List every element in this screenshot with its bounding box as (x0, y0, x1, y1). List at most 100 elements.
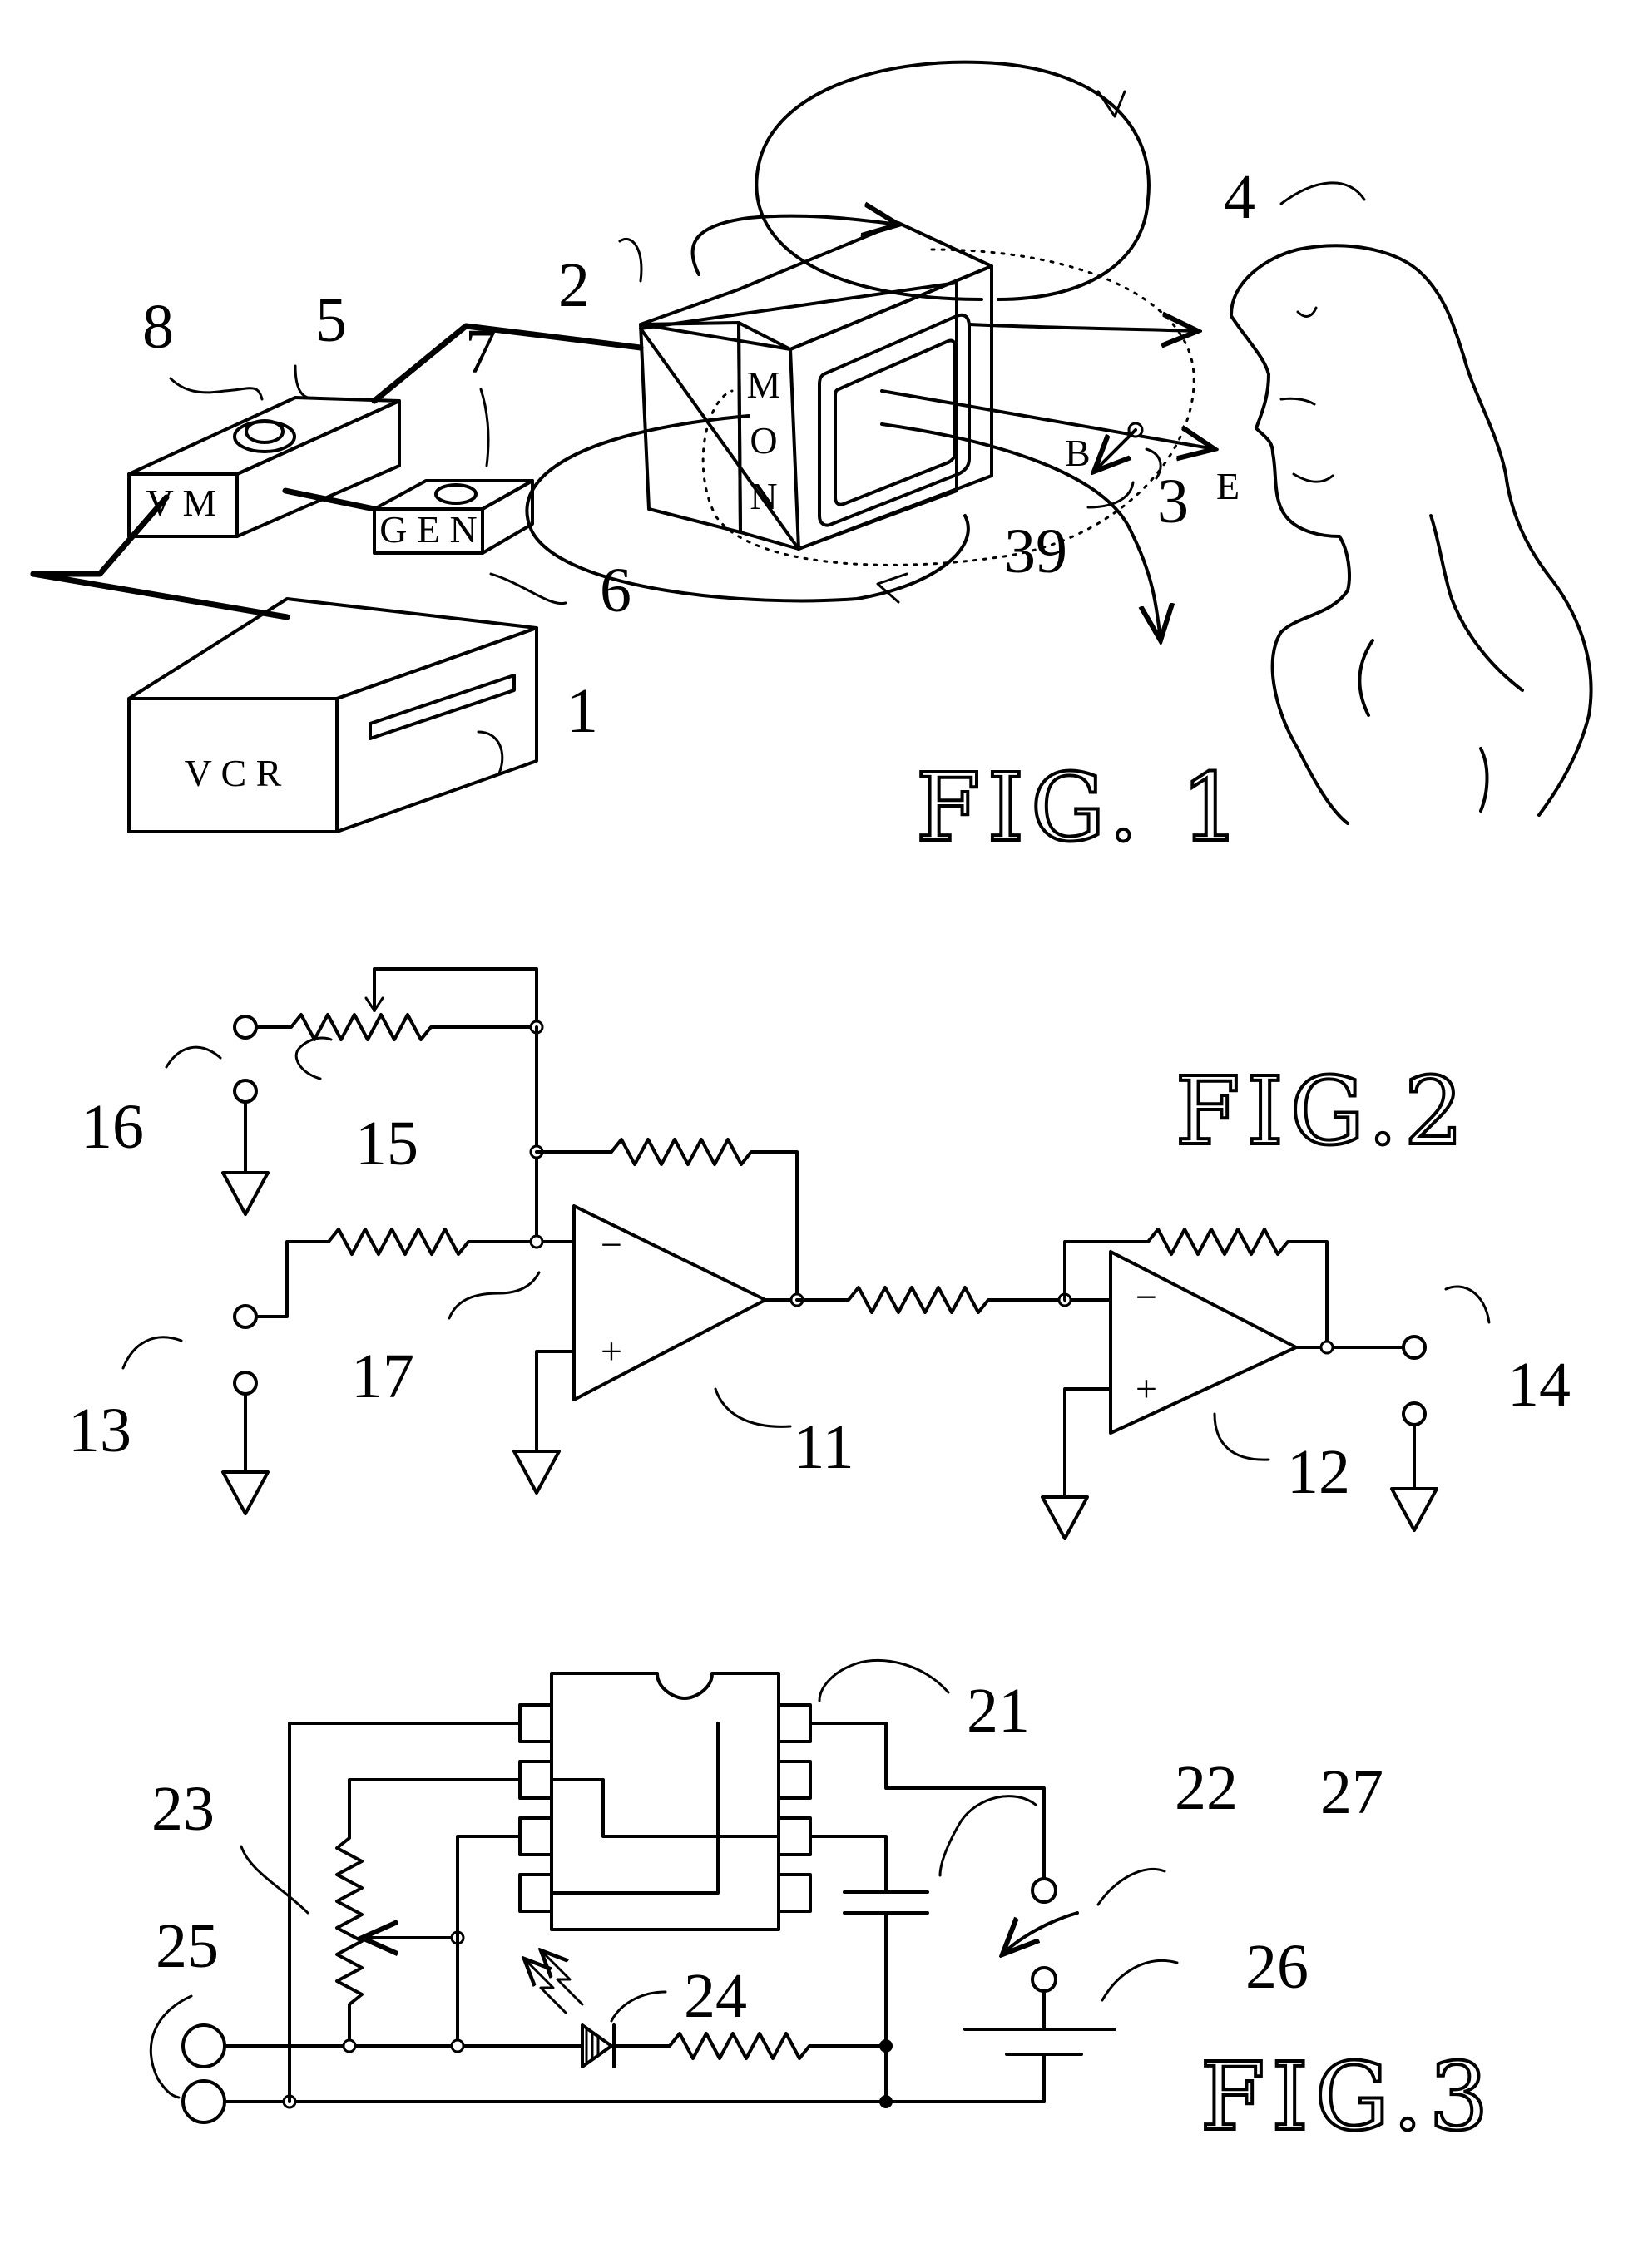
ref-23: 23 (151, 1774, 215, 1844)
ref-16: 16 (81, 1092, 144, 1162)
leader-2 (618, 238, 643, 283)
terminal-13-top (233, 1304, 258, 1329)
ref-26: 26 (1245, 1932, 1309, 2002)
switch-27-bottom (1031, 1966, 1057, 1993)
led-emission-arrow-1 (524, 1959, 567, 2014)
ref-1: 1 (567, 676, 598, 746)
fig2-caption: FIG.2 (1175, 1058, 1470, 1166)
field-arrow-mid (968, 324, 1198, 331)
monitor: M O N (639, 221, 993, 551)
figure-2: − + − + 16 15 17 13 11 12 (68, 967, 1571, 1540)
potentiometer-15 (255, 1013, 538, 1041)
terminal-14-bottom (1402, 1401, 1427, 1426)
vcr-label: V C R (185, 752, 282, 794)
gen-knob-icon (434, 483, 478, 505)
ref-39: 39 (1004, 516, 1067, 586)
ref-15: 15 (355, 1109, 418, 1178)
leader-6 (489, 572, 567, 605)
leader-1 (477, 730, 504, 775)
field-loop-bottom (525, 414, 970, 603)
gen-label: G E N (379, 508, 478, 551)
vm-label: V M (146, 482, 217, 524)
vm-knob-icon (245, 419, 285, 444)
leader-3 (1145, 447, 1162, 480)
ic-pin-3 (518, 1816, 553, 1856)
monitor-bezel-edge (789, 348, 800, 551)
monitor-label-o: O (750, 419, 777, 462)
node-wiper-rail (450, 2038, 465, 2053)
feedback-resistor-amp-11 (535, 1138, 799, 1302)
leader-21 (818, 1658, 950, 1702)
op-amp-12 (1109, 1250, 1298, 1435)
ref-24: 24 (684, 1961, 747, 2031)
fig1-leaders (169, 181, 1366, 775)
leader-39 (1086, 481, 1135, 509)
ic-pin-1 (518, 1703, 553, 1743)
wire-pin8-to-switch (809, 1722, 1046, 1881)
person-hair-inner (1429, 514, 1524, 692)
monitor-label-m: M (747, 363, 781, 406)
coupling-resistor (795, 1286, 1112, 1314)
leader-8 (169, 377, 264, 401)
ic-pin-2 (518, 1760, 553, 1800)
field-loops (525, 60, 1215, 640)
leader-13 (121, 1336, 183, 1370)
monitor-body-top (639, 221, 993, 351)
amp-11-minus: − (601, 1223, 622, 1266)
leader-24 (610, 1990, 667, 2023)
ref-22: 22 (1175, 1753, 1238, 1823)
person-mouth (1292, 472, 1334, 483)
wire-amp-11-noninverting (535, 1350, 576, 1453)
field-loop-top-arrow (1096, 90, 1126, 118)
person-hair-outline (1230, 244, 1593, 817)
terminal-25-bottom (181, 2079, 226, 2124)
vm-side (235, 399, 401, 538)
ic-chip-21 (550, 1672, 780, 1931)
ref-2: 2 (558, 250, 590, 320)
monitor-screen-outer (818, 313, 971, 527)
leader-15 (294, 1036, 333, 1080)
person-eye (1279, 397, 1316, 406)
ref-4: 4 (1224, 162, 1255, 232)
ref-5: 5 (315, 285, 347, 355)
monitor-screen-inner (834, 338, 957, 506)
op-amp-11 (572, 1204, 767, 1401)
leader-22 (938, 1795, 1037, 1877)
node-inverting-input-11 (529, 1234, 544, 1249)
monitor-label-n: N (750, 475, 777, 517)
leader-4 (1279, 181, 1366, 205)
terminal-16-top (233, 1015, 258, 1040)
ground-symbol-16 (221, 1171, 270, 1216)
vcr-tape-slot (369, 674, 516, 740)
node-pot-bottom (342, 2038, 357, 2053)
field-vector-b (1094, 428, 1137, 472)
leader-26 (1101, 1959, 1179, 2002)
field-loop-top (755, 60, 1151, 301)
cable-vm-to-monitor (371, 323, 644, 404)
figure-1: M O N B E V M (30, 60, 1593, 864)
wire-amp-12-noninverting (1063, 1387, 1112, 1499)
leader-5 (294, 364, 309, 399)
video-modulator-box: V M (127, 396, 401, 538)
ic-pin-4 (518, 1873, 553, 1913)
generator-box: G E N (373, 479, 534, 555)
wire-pin1-to-ground (288, 1722, 522, 2103)
led-emission-arrow-2 (541, 1950, 584, 2006)
potentiometer-23 (335, 1778, 522, 2048)
field-arrow-upper (690, 216, 899, 276)
potentiometer-15-wiper-arrow (364, 996, 384, 1012)
gen-side (481, 479, 534, 555)
vcr-box: V C R (127, 597, 538, 833)
field-label-e: E (1216, 465, 1240, 507)
ref-17: 17 (351, 1342, 414, 1411)
vm-knob-ring (233, 420, 296, 453)
ref-6: 6 (600, 556, 631, 625)
cable-vm-left (30, 494, 170, 577)
leader-16 (165, 1045, 222, 1069)
wire-pin3-to-wiper (456, 1835, 522, 2048)
emission-vector-e (880, 389, 1215, 449)
terminal-25-top (181, 2023, 226, 2068)
ref-25: 25 (156, 1911, 219, 1981)
figure-3: 21 22 27 26 23 24 25 FIG.3 (149, 1658, 1490, 2153)
